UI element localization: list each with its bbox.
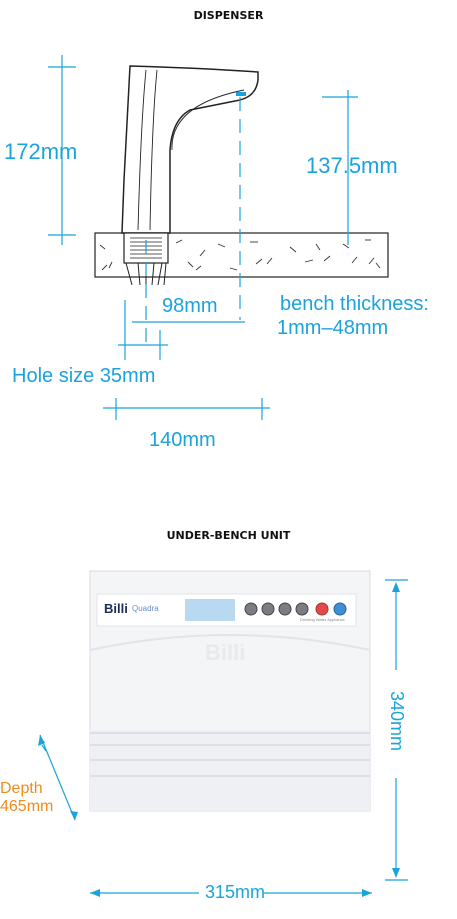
brand-logo: Billi <box>104 601 128 616</box>
depth-value-label: 465mm <box>0 798 54 815</box>
unit-dimension-lines <box>38 579 408 897</box>
height-label: 172mm <box>4 139 78 164</box>
bench-thickness-label: bench thickness: <box>280 293 429 315</box>
unit-width-label: 315mm <box>205 882 266 902</box>
reach-label: 98mm <box>162 295 218 317</box>
dispenser-heading: DISPENSER <box>193 9 264 22</box>
hole-size-label: Hole size 35mm <box>12 365 156 387</box>
appliance-caption: Drinking Water Appliance <box>300 617 345 622</box>
bench-thickness-range-label: 1mm–48mm <box>277 317 389 339</box>
dimension-lines <box>48 55 358 420</box>
watermark-logo: Billi <box>205 640 246 665</box>
model-name: Quadra <box>132 604 159 613</box>
under-bench-unit <box>89 570 371 812</box>
unit-height-label: 340mm <box>387 690 407 752</box>
unit-heading: UNDER-BENCH UNIT <box>166 529 291 542</box>
spout-height-label: 137.5mm <box>306 153 398 178</box>
depth-label: Depth <box>0 780 43 797</box>
base-width-label: 140mm <box>149 429 216 451</box>
control-buttons <box>244 602 347 616</box>
